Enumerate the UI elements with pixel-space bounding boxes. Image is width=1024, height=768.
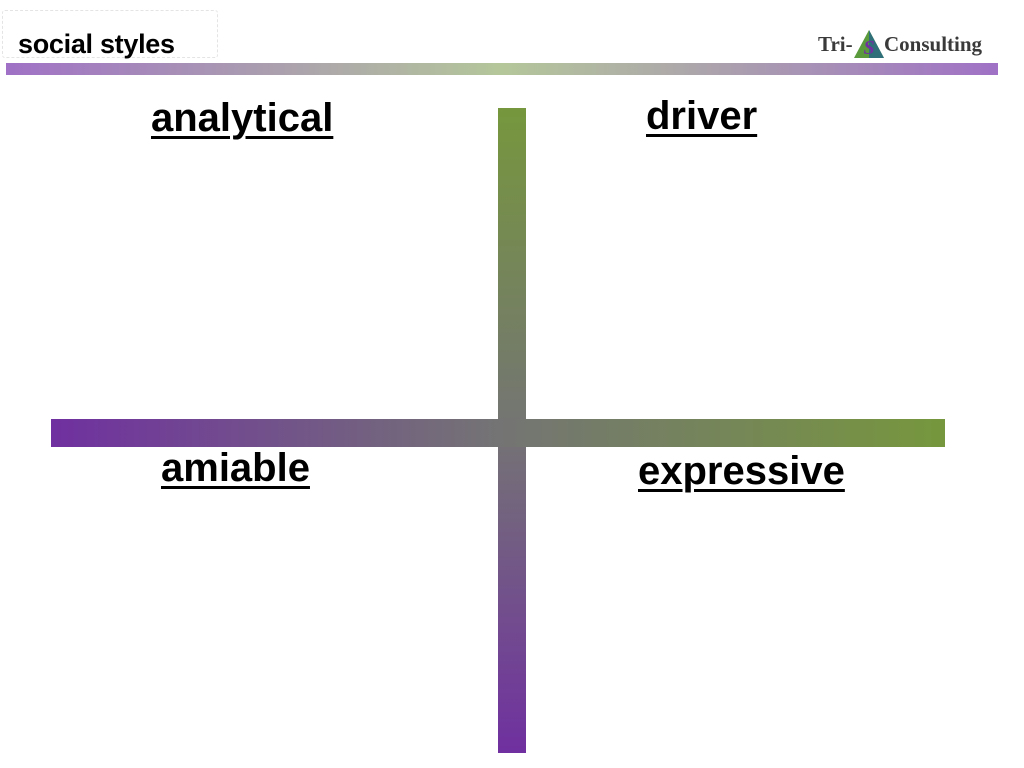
triangle-s-logo-icon: S: [854, 30, 884, 59]
header-gradient-rule: [6, 63, 998, 75]
logo-text-consulting: Consulting: [884, 32, 983, 56]
logo-mark-letter: S: [863, 37, 874, 59]
slide-title: social styles: [18, 29, 175, 59]
horizontal-axis-bar: [51, 419, 945, 447]
logo-text-tri: Tri-: [818, 32, 853, 56]
company-logo: Tri- S Consulting: [818, 28, 994, 64]
quadrant-label-amiable: amiable: [161, 446, 310, 490]
title-placeholder-box: [2, 10, 218, 58]
quadrant-label-analytical: analytical: [151, 96, 334, 140]
quadrant-label-expressive: expressive: [638, 449, 845, 493]
quadrant-label-driver: driver: [646, 94, 758, 138]
